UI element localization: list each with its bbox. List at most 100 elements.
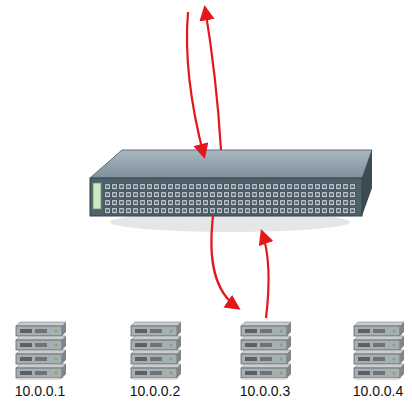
server-shadow [243,378,285,380]
server-slab-side [177,322,181,336]
flow-arrow [211,216,238,308]
drive-bay [373,371,385,375]
drive-bay [260,371,272,375]
server-slab-top [354,322,404,326]
drive-bay [135,329,147,333]
server-slab [16,340,62,350]
power-led [393,372,396,375]
server-slab-side [177,364,181,378]
server-slab-top [131,322,181,326]
server-slab-side [400,364,404,378]
server-slab-top [241,350,291,354]
server-icon [220,316,310,380]
drive-bay [35,329,47,333]
drive-bay [358,357,370,361]
server-slab [131,368,177,378]
server-slab-top [16,350,66,354]
server-slab [241,354,287,364]
drive-bay [358,371,370,375]
server-slab [16,354,62,364]
server-slab [16,368,62,378]
server-slab [131,340,177,350]
drive-bay [245,371,257,375]
drive-bay [20,343,32,347]
power-led [55,358,58,361]
drive-bay [135,343,147,347]
power-led [280,330,283,333]
drive-bay [260,343,272,347]
drive-bay [150,357,162,361]
network-switch [90,150,372,232]
server-node: 10.0.0.4 [333,316,412,406]
server-slab-top [16,364,66,368]
drive-bay [358,343,370,347]
server-slab-top [131,350,181,354]
drive-bay [373,357,385,361]
ip-address-label: 10.0.0.1 [0,383,85,399]
server-slab-top [16,336,66,340]
server-slab-side [287,364,291,378]
server-slab [354,354,400,364]
server-icon [0,316,85,380]
server-slab [354,368,400,378]
power-led [280,358,283,361]
power-led [170,358,173,361]
drive-bay [35,357,47,361]
server-slab-side [287,336,291,350]
drive-bay [20,357,32,361]
server-slab-side [62,350,66,364]
flow-arrow [262,232,269,318]
server-slab [131,354,177,364]
server-slab [241,368,287,378]
server-slab-top [131,364,181,368]
drive-bay [373,329,385,333]
drive-bay [150,371,162,375]
drive-bay [20,329,32,333]
drive-bay [358,329,370,333]
drive-bay [35,343,47,347]
power-led [280,344,283,347]
drive-bay [260,329,272,333]
server-slab-side [177,350,181,364]
drive-bay [35,371,47,375]
server-node: 10.0.0.2 [110,316,200,406]
server-slab-side [400,322,404,336]
drive-bay [245,357,257,361]
power-led [393,358,396,361]
server-slab-side [287,322,291,336]
flow-arrow [205,8,221,150]
server-slab-top [131,336,181,340]
server-shadow [356,378,398,380]
server-slab-side [287,350,291,364]
power-led [170,372,173,375]
ip-address-label: 10.0.0.3 [220,383,310,399]
power-led [170,344,173,347]
server-node: 10.0.0.3 [220,316,310,406]
switch-front [90,178,362,216]
drive-bay [260,357,272,361]
drive-bay [135,357,147,361]
server-slab [241,340,287,350]
server-icon [110,316,200,380]
ip-address-label: 10.0.0.4 [333,383,412,399]
server-slab [241,326,287,336]
server-slab-top [241,322,291,326]
server-icon [333,316,412,380]
power-led [393,330,396,333]
server-slab-side [62,336,66,350]
server-slab-side [400,350,404,364]
server-node: 10.0.0.1 [0,316,85,406]
drive-bay [245,343,257,347]
switch-top [90,150,372,178]
power-led [55,344,58,347]
server-slab [354,340,400,350]
drive-bay [20,371,32,375]
server-slab-side [62,364,66,378]
power-led [55,372,58,375]
server-slab [354,326,400,336]
flow-arrow [187,12,204,156]
power-led [280,372,283,375]
status-led-panel [93,183,101,209]
server-slab [16,326,62,336]
